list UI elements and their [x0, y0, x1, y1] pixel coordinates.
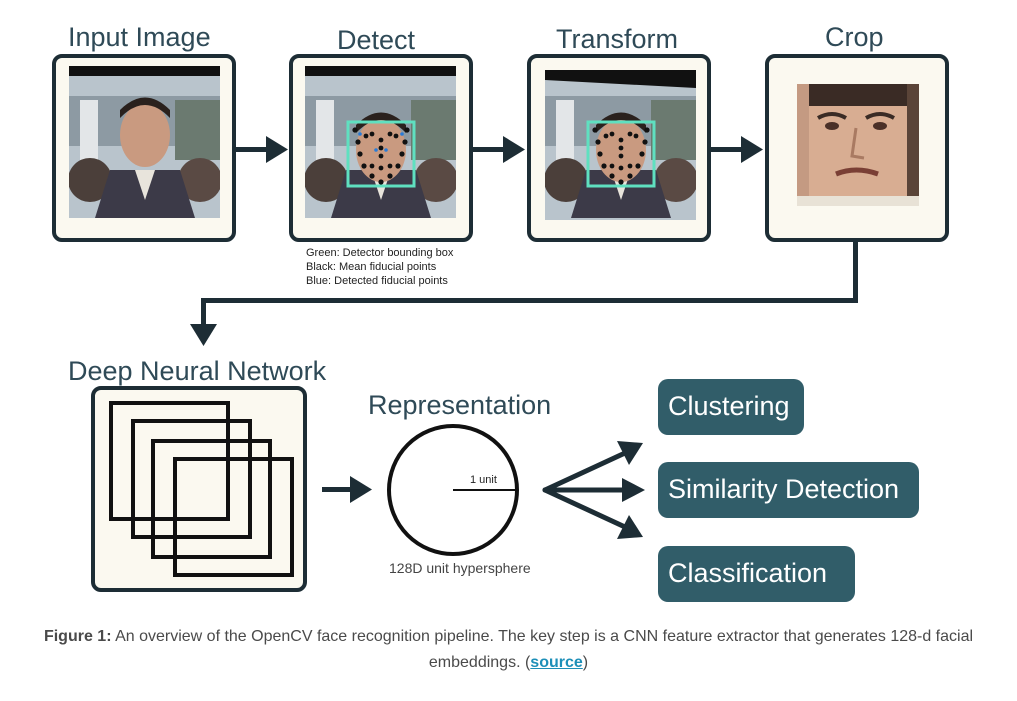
detect-fiducial-points — [352, 127, 410, 185]
arrow-detect-to-transform — [473, 136, 525, 163]
detect-bounding-box — [346, 120, 416, 188]
fanout-arrowheads — [617, 441, 645, 539]
hypersphere-caption: 128D unit hypersphere — [389, 560, 531, 576]
legend-black: Black: Mean fiducial points — [306, 261, 437, 273]
label-representation: Representation — [368, 390, 552, 420]
transform-fiducial-points — [592, 127, 650, 185]
arrow-transform-to-crop — [711, 136, 763, 163]
detect-fiducial-detected — [358, 132, 404, 152]
legend-green: Green: Detector bounding box — [306, 247, 454, 259]
transform-bounding-box — [586, 120, 656, 188]
label-transform: Transform — [556, 24, 679, 54]
input-photo-bar — [69, 66, 220, 76]
caption-prefix: Figure 1: — [43, 628, 112, 645]
arrow-input-to-detect — [236, 136, 288, 163]
label-input-image: Input Image — [68, 22, 211, 52]
detect-photo-bar — [305, 66, 456, 76]
output-similarity-detection: Similarity Detection — [658, 462, 919, 518]
dnn-layers — [109, 401, 294, 577]
caption-text: An overview of the OpenCV face recogniti… — [111, 628, 974, 671]
arrow-dnn-to-representation — [322, 476, 372, 503]
input-photo — [69, 76, 220, 218]
detect-legend: Green: Detector bounding box Black: Mean… — [306, 246, 453, 288]
crop-photo — [797, 84, 919, 206]
label-crop: Crop — [825, 22, 884, 52]
caption-source-link[interactable]: source — [530, 654, 583, 671]
label-deep-neural-network: Deep Neural Network — [68, 356, 327, 386]
legend-blue: Blue: Detected fiducial points — [306, 275, 448, 287]
radius-label: 1 unit — [470, 474, 497, 486]
output-clustering: Clustering — [658, 379, 804, 435]
label-detect: Detect — [337, 25, 416, 55]
transform-photo — [545, 70, 696, 220]
output-classification: Classification — [658, 546, 855, 602]
caption-suffix: ) — [582, 654, 589, 671]
arrow-crop-to-dnn — [190, 242, 858, 346]
fanout-arrows — [542, 450, 628, 530]
figure-caption: Figure 1: An overview of the OpenCV face… — [30, 624, 987, 676]
